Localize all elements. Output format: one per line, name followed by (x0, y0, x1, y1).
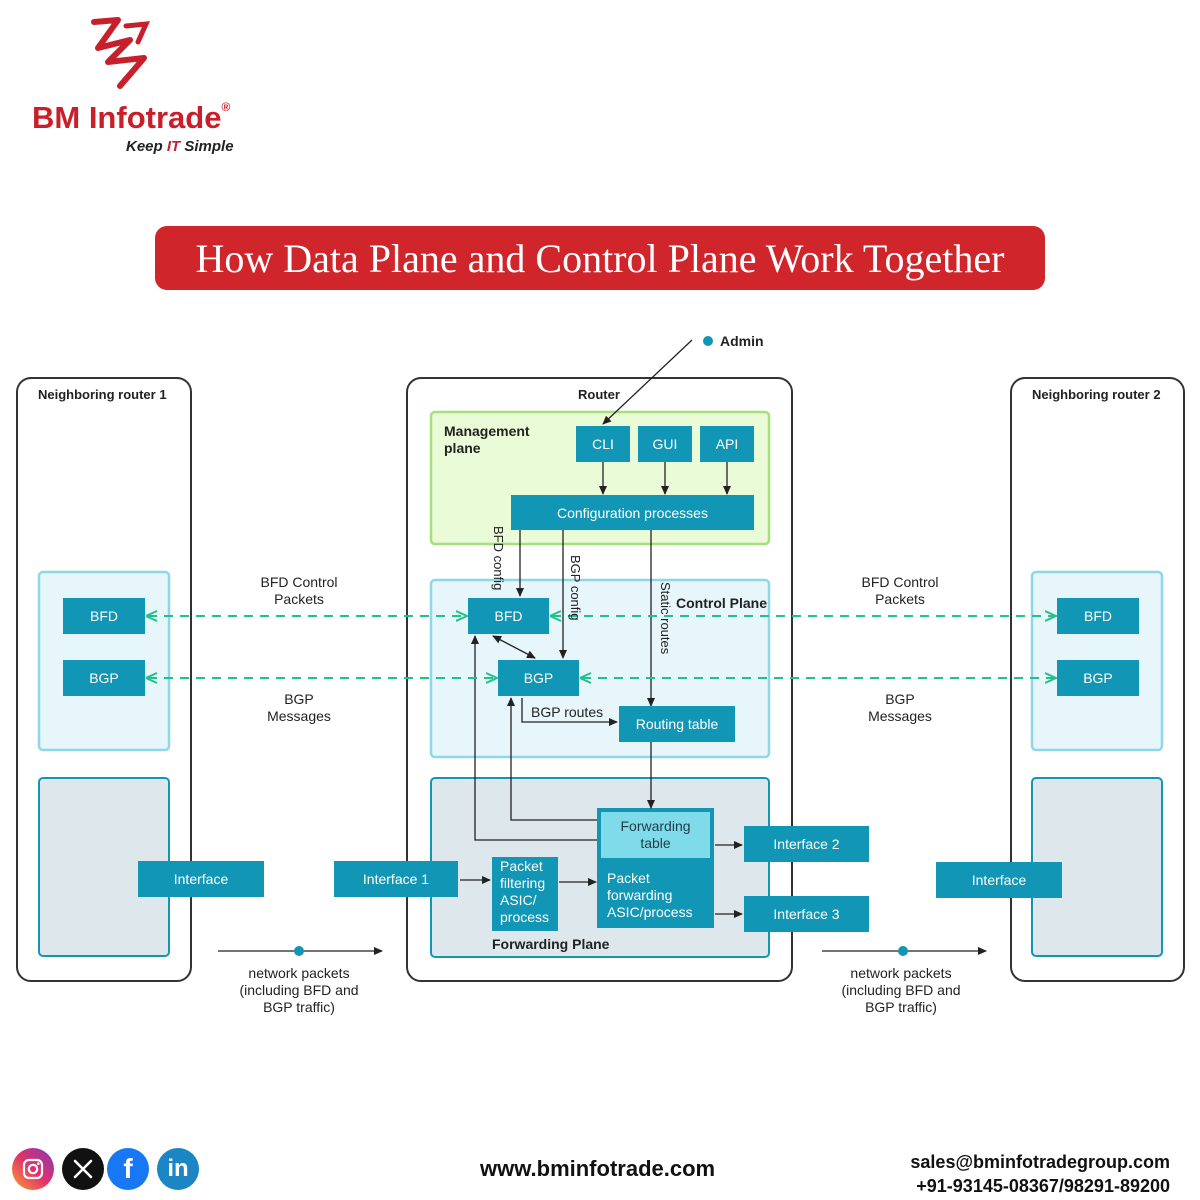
interface1-box: Interface 1 (334, 861, 458, 897)
footer-email[interactable]: sales@bminfotradegroup.com (910, 1152, 1170, 1172)
control-plane-label: Control Plane (676, 595, 768, 611)
brand-name: BM Infotrade® (32, 100, 231, 135)
static-routes-label: Static routes (658, 582, 673, 655)
router-bfd-box: BFD (468, 598, 549, 634)
neighbor1-bfd-box: BFD (63, 598, 145, 634)
api-box: API (700, 426, 754, 462)
footer-contact: sales@bminfotradegroup.com +91-93145-083… (910, 1150, 1170, 1198)
bgp-routes-label: BGP routes (531, 704, 604, 720)
neighbor2-bgp-box: BGP (1057, 660, 1139, 696)
neighbor1-bgp-box: BGP (63, 660, 145, 696)
bfd-config-label: BFD config (491, 526, 506, 591)
cli-box: CLI (576, 426, 630, 462)
config-processes-box: Configuration processes (511, 495, 754, 530)
brand-tagline: Keep IT Simple (126, 138, 234, 155)
facebook-icon[interactable]: f (107, 1148, 149, 1190)
neighbor2-title: Neighboring router 2 (1032, 387, 1161, 402)
pkt-filtering-box: Packet filtering ASIC/ process (492, 857, 558, 931)
management-plane-label: Management plane (444, 423, 530, 456)
bgp-link-right-label: BGP Messages (868, 691, 932, 724)
bgp-link-left-label: BGP Messages (267, 691, 331, 724)
net-packets-left-label: network packets (including BFD and BGP t… (239, 965, 359, 1015)
interface3-box: Interface 3 (744, 896, 869, 932)
neighbor1-interface-box: Interface (138, 861, 264, 897)
net-packets-right-label: network packets (including BFD and BGP t… (841, 965, 961, 1015)
interface2-box: Interface 2 (744, 826, 869, 862)
routing-table-box: Routing table (619, 706, 735, 742)
admin-dot (703, 336, 713, 346)
forwarding-table-box (601, 812, 710, 858)
neighbor2-interface-box: Interface (936, 862, 1062, 898)
bfd-link-left-label: BFD Control Packets (260, 574, 338, 607)
forwarding-plane-label: Forwarding Plane (492, 936, 610, 952)
pkt-forwarding-label: Packet forwarding ASIC/process (607, 870, 693, 920)
gui-box: GUI (638, 426, 692, 462)
footer-phone[interactable]: +91-93145-08367/98291-89200 (916, 1176, 1170, 1196)
page-title: How Data Plane and Control Plane Work To… (155, 226, 1045, 290)
bgp-routes-line (521, 698, 618, 726)
x-icon[interactable] (62, 1148, 104, 1190)
neighbor1-title: Neighboring router 1 (38, 387, 167, 402)
instagram-icon[interactable] (12, 1148, 54, 1190)
router-bgp-box: BGP (498, 660, 579, 696)
admin-arrow (602, 339, 693, 425)
bgp-config-label: BGP config (568, 555, 583, 621)
bfd-link-right-label: BFD Control Packets (861, 574, 939, 607)
router-title: Router (578, 387, 620, 402)
footer-website[interactable]: www.bminfotrade.com (480, 1156, 716, 1181)
linkedin-icon[interactable]: in (157, 1148, 199, 1190)
forwarding-table-label: Forwarding table (620, 818, 691, 851)
neighbor2-bfd-box: BFD (1057, 598, 1139, 634)
brand-logo-mark (91, 17, 151, 89)
admin-label: Admin (720, 333, 764, 349)
